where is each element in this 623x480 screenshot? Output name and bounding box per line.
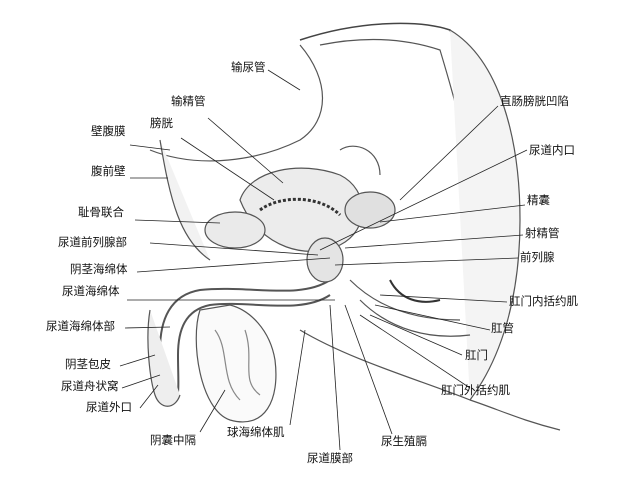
label-ureter: 输尿管 [231, 60, 266, 74]
label-ejaculatory-duct: 射精管 [525, 226, 560, 240]
label-vas-deferens: 输精管 [171, 94, 206, 108]
label-prostatic-urethra: 尿道前列腺部 [58, 235, 127, 249]
label-membranous-urethra: 尿道膜部 [307, 451, 353, 465]
label-seminal-vesicle: 精囊 [527, 193, 550, 207]
label-scrotal-septum: 阴囊中隔 [150, 433, 196, 447]
leader-lines [119, 69, 528, 451]
label-anal-canal: 肛管 [491, 321, 514, 335]
label-navicular-fossa: 尿道舟状窝 [61, 379, 119, 393]
label-anterior-abdominal-wall: 腹前壁 [91, 164, 126, 178]
label-pubic-symphysis: 耻骨联合 [78, 205, 124, 219]
label-prepuce: 阴茎包皮 [65, 357, 111, 371]
label-parietal-peritoneum: 壁腹膜 [91, 124, 126, 138]
label-internal-anal-sphincter: 肛门内括约肌 [509, 294, 578, 308]
label-rectovesical-pouch: 直肠膀胱凹陷 [500, 94, 569, 108]
label-anus: 肛门 [465, 348, 488, 362]
label-corpus-spongiosum: 尿道海绵体 [62, 284, 120, 298]
label-internal-urethral-orifice: 尿道内口 [529, 143, 575, 157]
label-bulbospongiosus: 球海绵体肌 [227, 425, 285, 439]
label-bladder: 膀胱 [150, 116, 173, 130]
label-external-anal-sphincter: 肛门外括约肌 [441, 383, 510, 397]
label-urogenital-diaphragm: 尿生殖膈 [381, 434, 427, 448]
label-external-urethral-orifice: 尿道外口 [86, 400, 132, 414]
label-spongy-urethra: 尿道海绵体部 [46, 319, 115, 333]
label-prostate: 前列腺 [520, 250, 555, 264]
label-corpus-cavernosum: 阴茎海绵体 [70, 262, 128, 276]
